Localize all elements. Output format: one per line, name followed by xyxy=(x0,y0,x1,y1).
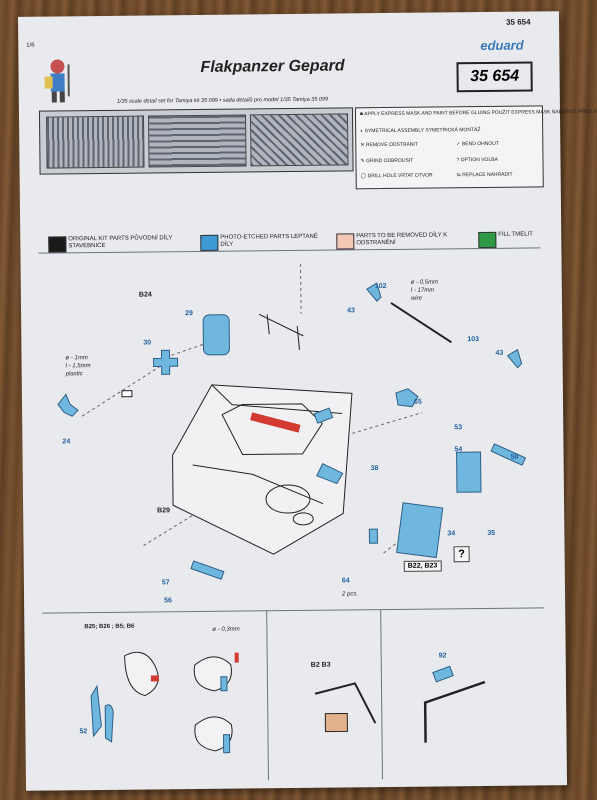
callout-43b: 43 xyxy=(495,349,504,357)
page-title: Flakpanzer Gepard xyxy=(200,57,345,76)
callout-56: 56 xyxy=(164,597,172,605)
legend-swatch-pe xyxy=(200,234,219,251)
symbol-grind: ✎ GRIND ODBROUSIT xyxy=(360,157,414,165)
legend-swatch-remove xyxy=(336,233,355,250)
legend-label-fill: FILL TMELIT xyxy=(498,231,533,238)
callout-29: 29 xyxy=(185,310,193,318)
callout-30: 30 xyxy=(143,339,152,347)
callout-58: 58 xyxy=(510,453,519,461)
callout-53: 53 xyxy=(454,424,463,432)
legend-label-remove: PARTS TO BE REMOVED DÍLY K ODSTRANĚNÍ xyxy=(356,232,448,247)
callout-43a: 43 xyxy=(347,307,355,315)
callout-35: 35 xyxy=(487,529,496,537)
callout-38: 38 xyxy=(370,465,379,473)
legend-label-pe: PHOTO-ETCHED PARTS LEPTANÉ DÍLY xyxy=(220,233,318,248)
legend-swatch-kit xyxy=(48,236,67,253)
callout-wire: ø - 0,5mm l - 17mm wire xyxy=(410,279,439,302)
callout-65: 65 xyxy=(413,398,422,406)
brand-logo: eduard xyxy=(480,37,524,54)
callout-57: 57 xyxy=(161,579,170,587)
callout-plastic-rod: ø - 1mm l - 1,5mm plastic xyxy=(65,355,91,378)
hull-assembly-diagram xyxy=(57,263,527,580)
subtitle: 1/35 scale detail set for Tamiya kit 35 … xyxy=(116,96,329,105)
sheet-code: 35 654 xyxy=(505,17,531,27)
sub-assembly-diagrams xyxy=(90,651,486,754)
option-question-box: ? xyxy=(453,546,470,563)
symbol-replace: ⇆ REPLACE NAHRADIT xyxy=(456,171,513,179)
callout-103: 103 xyxy=(467,336,480,344)
legend-swatch-fill xyxy=(478,231,497,249)
callout-b29: B29 xyxy=(157,507,171,515)
instruction-sheet: 1/6 35 654 eduard Flakpanzer Gepard 35 6… xyxy=(17,11,597,791)
symbol-drill: ◯ DRILL HOLE VRTAT OTVOR xyxy=(360,172,433,180)
fret-section-2 xyxy=(148,114,247,168)
knight-mascot-icon xyxy=(38,56,77,104)
symbol-remove: ✕ REMOVE ODSTRANIT xyxy=(360,141,418,149)
fret-section-1 xyxy=(46,115,145,169)
symbols-legend: ■ APPLY EXPRESS MASK AND PAINT BEFORE GL… xyxy=(354,105,597,190)
callout-b24: B24 xyxy=(138,291,152,299)
kit-number-box: 35 654 xyxy=(456,61,533,93)
symbol-symmetry: ◐ SYMETRICAL ASSEMBLY SYMETRICKÁ MONTÁŽ xyxy=(360,127,481,135)
callout-b22-b23: B22, B23 xyxy=(403,560,442,572)
callout-2-pcs: 2 pcs. xyxy=(341,591,359,598)
symbol-option: ? OPTION VOLBA xyxy=(456,156,498,164)
symbol-bend: ✓ BEND OHNOUT xyxy=(456,140,499,148)
kit-number: 35 654 xyxy=(470,67,520,86)
fret-section-3 xyxy=(249,113,349,167)
callout-34: 34 xyxy=(447,530,456,538)
callout-54: 54 xyxy=(454,446,463,454)
legend-label-kit: ORIGINAL KIT PARTS PŮVODNÍ DÍLY STAVEBNI… xyxy=(68,235,173,250)
callout-24: 24 xyxy=(62,438,71,446)
photo-etch-fret xyxy=(38,107,354,175)
page-number: 1/6 xyxy=(26,42,35,49)
callout-102: 102 xyxy=(374,283,387,291)
callout-64: 64 xyxy=(341,577,350,585)
